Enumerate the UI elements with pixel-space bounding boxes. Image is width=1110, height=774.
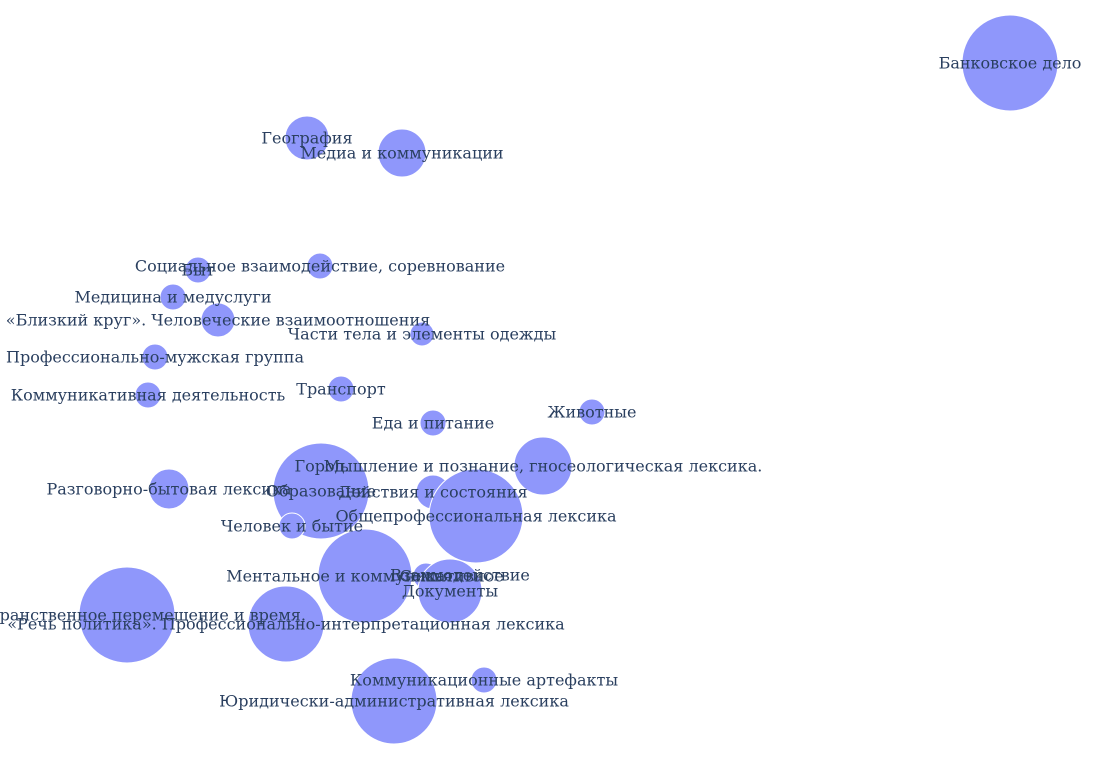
bubble-point[interactable] bbox=[141, 343, 169, 371]
bubble-label: Коммуникационные артефакты bbox=[350, 671, 618, 690]
bubble-label: Банковское дело bbox=[939, 54, 1082, 73]
bubble-label: Медиа и коммуникации bbox=[300, 144, 503, 163]
bubble-label: Социальное взаимодействие, соревнование bbox=[135, 257, 505, 276]
bubble-label: Пространственное перемещение и время. bbox=[0, 606, 306, 625]
bubble-point[interactable] bbox=[327, 375, 355, 403]
bubble-label: «Речь политика». Профессионально-интерпр… bbox=[7, 615, 565, 634]
bubble-label: Профессионально-мужская группа bbox=[6, 348, 304, 367]
bubble-point[interactable] bbox=[961, 14, 1059, 112]
bubble-point[interactable] bbox=[377, 128, 427, 178]
bubble-point[interactable] bbox=[417, 558, 483, 624]
bubble-label: Еда и питание bbox=[372, 414, 494, 433]
bubble-label: Действия и состояния bbox=[338, 483, 527, 502]
bubble-label: Образование bbox=[266, 482, 376, 501]
bubble-label: Общепрофессиональная лексика bbox=[335, 507, 617, 526]
bubble-point[interactable] bbox=[409, 321, 435, 347]
bubble-point[interactable] bbox=[578, 398, 606, 426]
bubble-label: Части тела и элементы одежды bbox=[288, 325, 557, 344]
bubble-point[interactable] bbox=[419, 409, 447, 437]
bubble-label: «Близкий круг». Человеческие взаимоотнош… bbox=[6, 311, 430, 330]
bubble-label: Мышление и познание, гносеологическая ле… bbox=[324, 457, 763, 476]
bubble-point[interactable] bbox=[513, 436, 573, 496]
bubble-point[interactable] bbox=[306, 252, 334, 280]
bubble-point[interactable] bbox=[278, 512, 306, 540]
bubble-point[interactable] bbox=[428, 468, 524, 564]
bubble-point[interactable] bbox=[78, 566, 176, 664]
bubble-point[interactable] bbox=[284, 115, 330, 161]
bubble-label: Коммуникативная деятельность bbox=[11, 386, 286, 405]
bubble-label: География bbox=[261, 129, 352, 148]
bubble-label: Медицина и медуслуги bbox=[74, 288, 271, 307]
bubble-label: Документы bbox=[402, 582, 498, 601]
bubble-label: Юридически-административная лексика bbox=[219, 692, 569, 711]
bubble-label: Транспорт bbox=[296, 380, 386, 399]
bubble-label: Разговорно-бытовая лексика bbox=[46, 480, 291, 499]
bubble-point[interactable] bbox=[317, 528, 413, 624]
bubble-point[interactable] bbox=[247, 585, 325, 663]
bubble-label: Семья bbox=[400, 567, 453, 586]
bubble-label: Ментальное и коммуникативное bbox=[226, 567, 503, 586]
bubble-point[interactable] bbox=[134, 381, 162, 409]
bubble-point[interactable] bbox=[470, 666, 498, 694]
bubble-label: Взаимодействие bbox=[390, 566, 530, 585]
bubble-point[interactable] bbox=[148, 468, 190, 510]
bubble-point[interactable] bbox=[159, 283, 187, 311]
bubble-label: Город. bbox=[294, 457, 349, 476]
bubble-point[interactable] bbox=[200, 302, 236, 338]
bubbles-layer bbox=[78, 14, 1059, 745]
bubble-label: Человек и бытие bbox=[221, 517, 363, 536]
bubble-point[interactable] bbox=[350, 657, 438, 745]
bubble-point[interactable] bbox=[184, 256, 212, 284]
bubble-label: Животные bbox=[548, 403, 637, 422]
bubble-label: Быт bbox=[181, 261, 214, 280]
